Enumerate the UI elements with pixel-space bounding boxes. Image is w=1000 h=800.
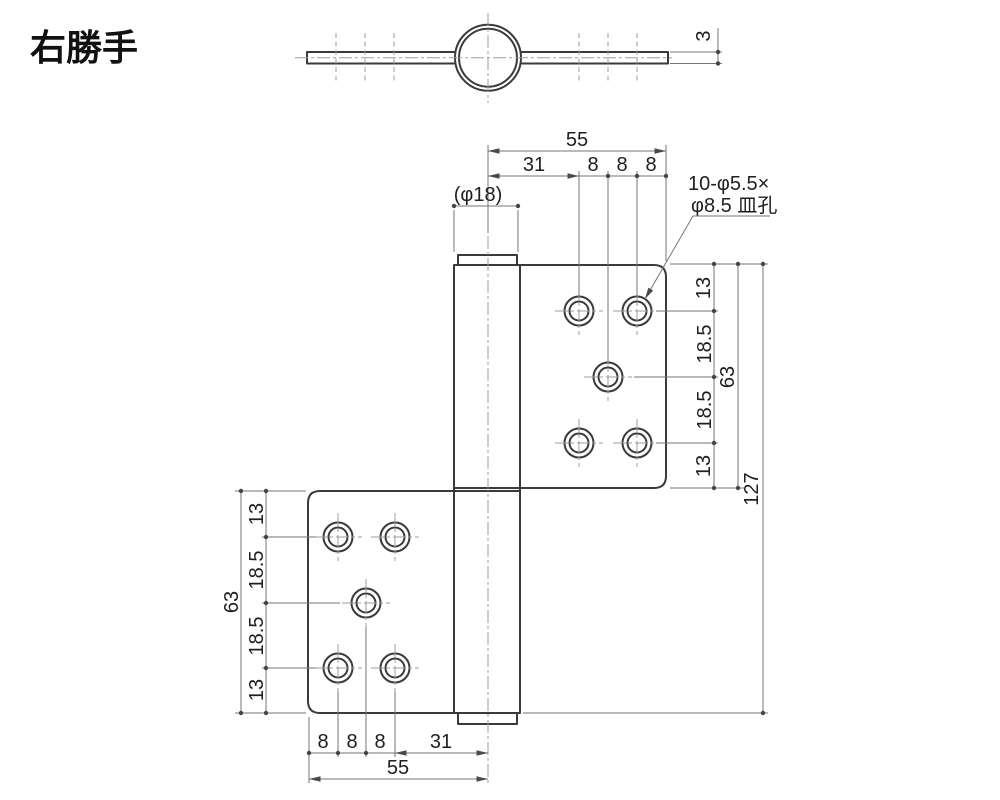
dim-right-pitch-bottom-18-5: 18.5: [694, 391, 716, 430]
dim-bottom-offset-31: 31: [430, 731, 452, 753]
thickness-dimension: 3: [670, 28, 722, 66]
hole-note: 10-φ5.5× φ8.5 皿孔: [644, 173, 777, 300]
dim-top-pitch-8c: 8: [645, 154, 656, 176]
dim-right-edge-bottom-13: 13: [693, 455, 715, 477]
bottom-dimensions: 8 8 8 31 55: [306, 627, 488, 783]
hole-note-line2: φ8.5 皿孔: [691, 194, 777, 217]
leader-line: [644, 215, 770, 300]
dim-overall-height-127: 127: [741, 472, 763, 505]
right-dimensions: 13 18.5 18.5 13 63 127: [523, 261, 768, 716]
dim-top-offset-31: 31: [523, 154, 545, 176]
dim-bottom-pitch-8c: 8: [374, 731, 385, 753]
dim-plate-thickness: 3: [693, 30, 715, 41]
upper-leaf: [453, 264, 667, 489]
dim-bottom-overall-55: 55: [387, 757, 409, 779]
dim-bottom-pitch-8b: 8: [346, 731, 357, 753]
dim-top-pitch-8a: 8: [587, 154, 598, 176]
dim-left-pitch-bottom-18-5: 18.5: [246, 617, 268, 656]
front-view: [307, 236, 667, 783]
dim-top-pitch-8b: 8: [616, 154, 627, 176]
dim-left-leaf-height-63: 63: [221, 591, 243, 613]
dim-knuckle-diameter: (φ18): [454, 184, 503, 206]
top-view: 3: [295, 13, 722, 103]
dim-right-edge-top-13: 13: [693, 277, 715, 299]
dim-left-edge-bottom-13: 13: [246, 679, 268, 701]
lower-leaf: [307, 490, 521, 714]
dim-left-pitch-top-18-5: 18.5: [246, 551, 268, 590]
dim-right-leaf-height-63: 63: [717, 366, 739, 388]
left-dimensions: 13 18.5 18.5 13 63: [221, 488, 340, 716]
dim-bottom-pitch-8a: 8: [317, 731, 328, 753]
hole-note-line1: 10-φ5.5×: [688, 173, 769, 195]
top-dimensions: 55 31 8 8 8 (φ18): [451, 129, 669, 362]
dim-left-edge-top-13: 13: [246, 503, 268, 525]
plan-centerlines: [295, 13, 672, 103]
page-title: 右勝手: [30, 27, 138, 68]
dim-top-overall-55: 55: [566, 129, 588, 151]
dim-right-pitch-top-18-5: 18.5: [694, 325, 716, 364]
